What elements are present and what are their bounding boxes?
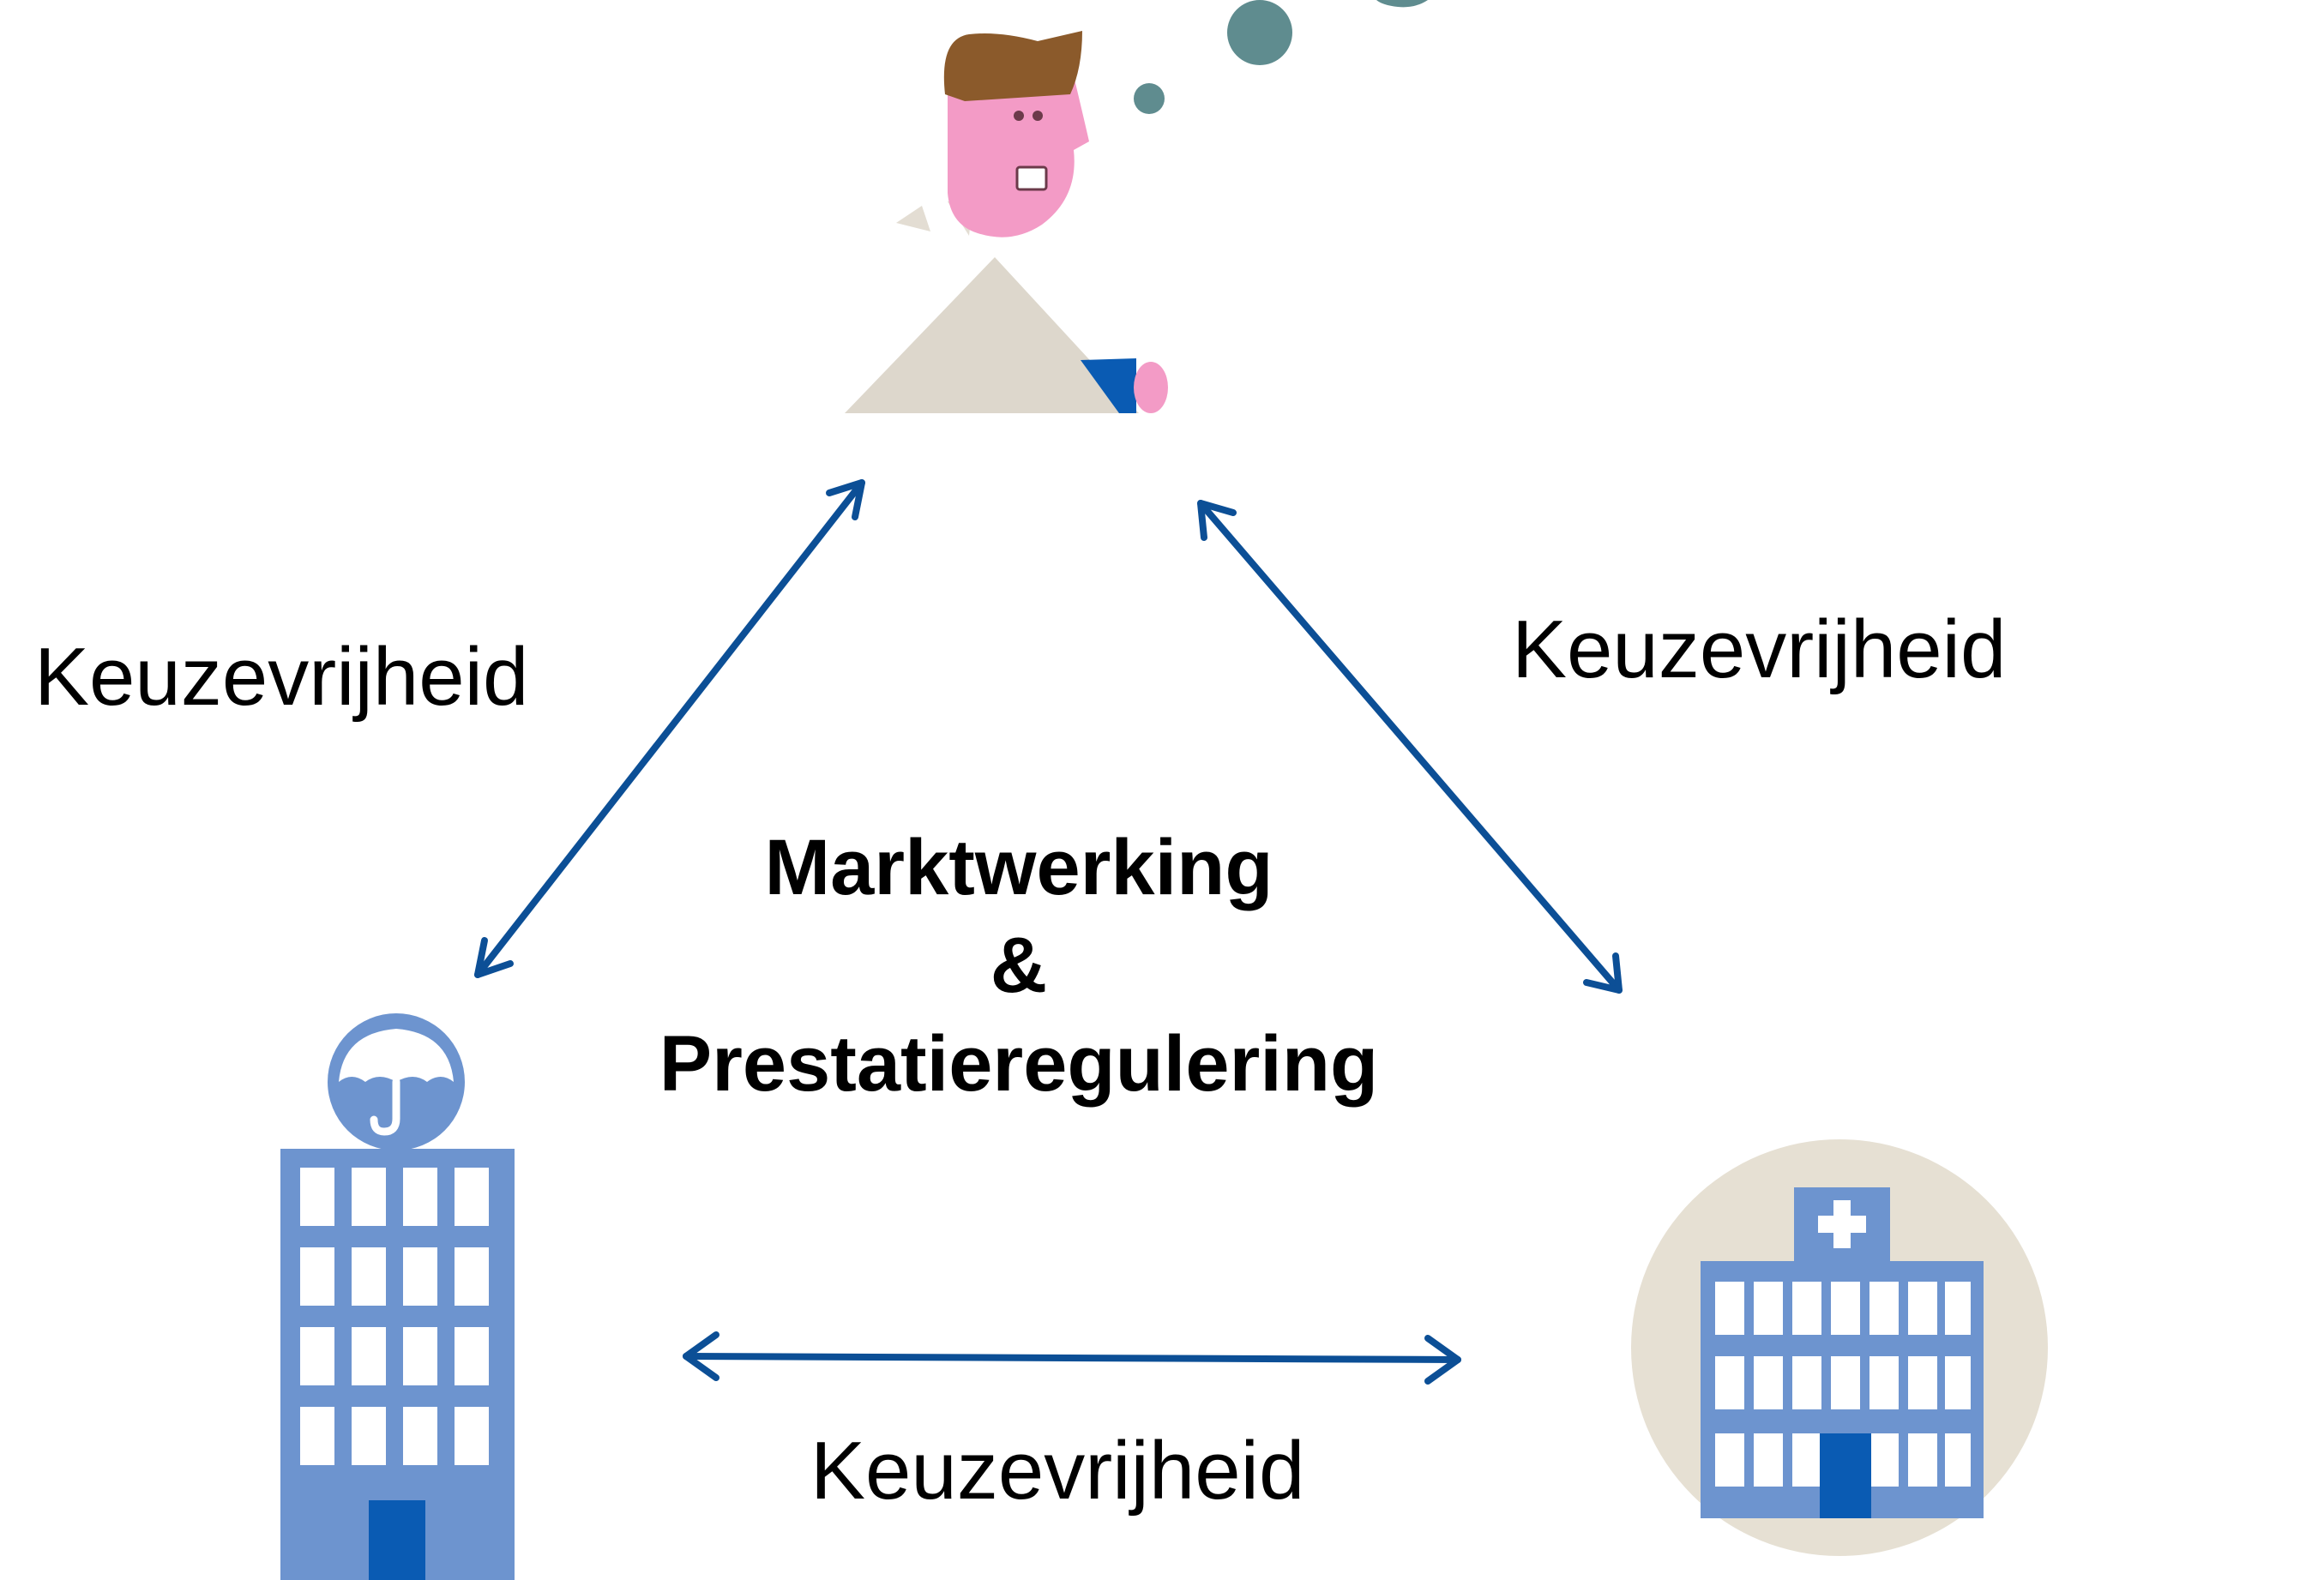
person-eye-left <box>1014 111 1024 121</box>
arrow-bottom-head-left <box>683 1331 719 1381</box>
center-label-line3: Prestatieregulering <box>659 1020 1379 1108</box>
person-body <box>845 257 1139 413</box>
center-label-line2: & <box>990 922 1047 1009</box>
thought-bubble-large <box>1227 0 1292 65</box>
person-hand <box>1134 362 1168 413</box>
edge-label-bottom: Keuzevrijheid <box>810 1425 1304 1517</box>
person-hair <box>943 31 1082 101</box>
edge-label-left: Keuzevrijheid <box>34 631 528 723</box>
person-mouth <box>1015 165 1048 191</box>
arrow-left-line <box>474 479 865 978</box>
insurer-windows <box>300 1168 489 1465</box>
insurer-building-umbrella-icon <box>280 1013 515 1580</box>
arrow-left-head-bottom <box>474 937 514 978</box>
arrow-bottom-line <box>683 1353 1461 1363</box>
umbrella-icon <box>339 1029 454 1082</box>
person-thinking-icon <box>845 0 1428 413</box>
center-label-line1: Marktwerking <box>764 824 1273 911</box>
edge-label-right: Keuzevrijheid <box>1512 604 2006 695</box>
hospital-cross-h <box>1818 1216 1866 1233</box>
arrows <box>474 479 1623 1385</box>
arrow-left-head-top <box>826 479 865 520</box>
thought-bubble-partial <box>1376 0 1428 8</box>
arrow-bottom-head-right <box>1424 1335 1461 1385</box>
arrow-right-head-top <box>1197 500 1237 541</box>
person-collar <box>896 206 930 231</box>
arrow-right-line <box>1197 500 1623 994</box>
hospital-windows <box>1715 1282 1971 1487</box>
umbrella-handle <box>370 1078 400 1136</box>
arrow-right-head-bottom <box>1583 952 1623 994</box>
hospital-building-icon <box>1631 1139 2048 1556</box>
person-eye-right <box>1033 111 1043 121</box>
person-cuff <box>1081 358 1136 413</box>
thought-bubble-small <box>1134 83 1165 114</box>
hospital-door <box>1820 1433 1871 1518</box>
insurer-door <box>369 1500 425 1580</box>
person-head <box>948 69 1089 237</box>
